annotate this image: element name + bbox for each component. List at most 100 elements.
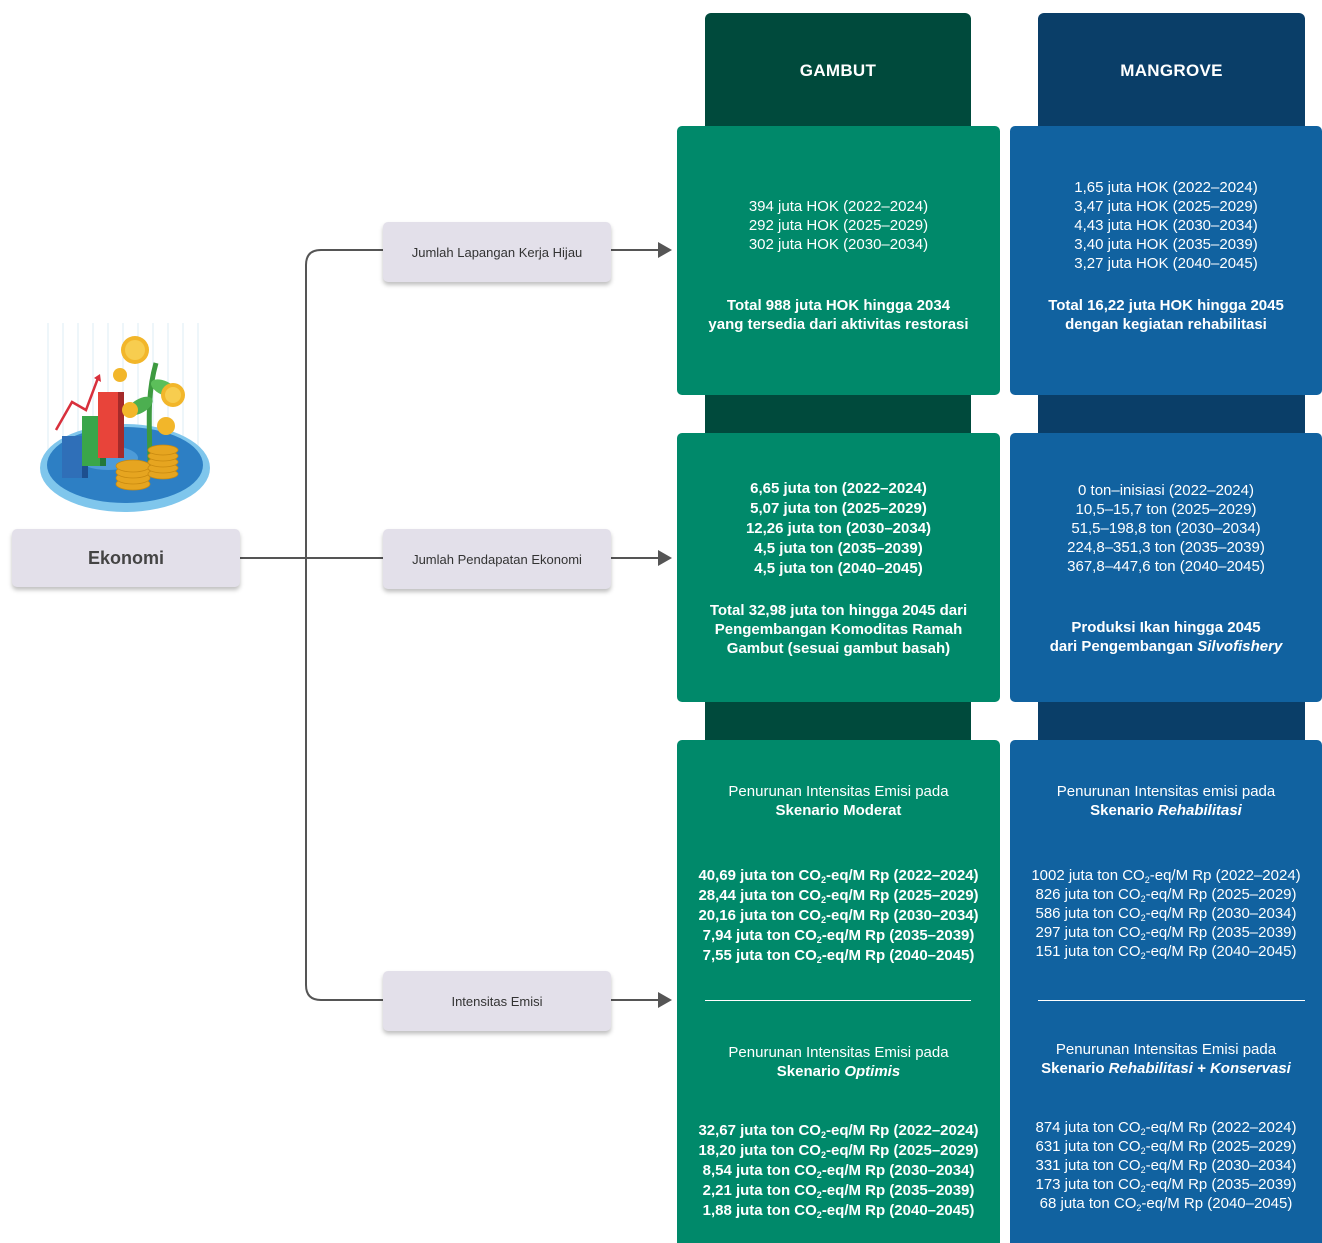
gambut-s2-line: 32,67 juta ton CO2-eq/M Rp (2022–2024)	[698, 1121, 978, 1141]
mangrove-s1-line-unit: -eq/M Rp (2022–2024)	[1149, 867, 1301, 884]
mangrove-s2-line-value: 874 juta ton CO	[1035, 1119, 1141, 1136]
gambut-s2-line-subscript: 2	[816, 1170, 822, 1180]
gambut-s2-line: 1,88 juta ton CO2-eq/M Rp (2040–2045)	[698, 1201, 978, 1221]
mangrove-jobs-line: 3,47 juta HOK (2025–2029)	[1074, 198, 1258, 215]
gambut-s1-line: 40,69 juta ton CO2-eq/M Rp (2022–2024)	[698, 866, 978, 886]
mangrove-jobs-line: 3,40 juta HOK (2035–2039)	[1074, 236, 1258, 253]
gambut-jobs-line: 292 juta HOK (2025–2029)	[748, 217, 929, 234]
mangrove-s1-name: Rehabilitasi	[1157, 802, 1242, 819]
mangrove-jobs-line: 4,43 juta HOK (2030–2034)	[1074, 217, 1258, 234]
mangrove-s1-line-subscript: 2	[1140, 951, 1146, 961]
branch-connector-bottom	[305, 984, 383, 1001]
mangrove-s2-list: 874 juta ton CO2-eq/M Rp (2022–2024)631 …	[1035, 1118, 1296, 1213]
gambut-s2-line-value: 2,21 juta ton CO	[702, 1182, 817, 1199]
gambut-s1-line-subscript: 2	[816, 935, 822, 945]
gambut-income-line: 6,65 juta ton (2022–2024)	[750, 480, 927, 497]
mangrove-s1-line-unit: -eq/M Rp (2035–2039)	[1145, 924, 1297, 941]
mangrove-s1-line: 151 juta ton CO2-eq/M Rp (2040–2045)	[1031, 942, 1300, 961]
mangrove-s1-line-value: 826 juta ton CO	[1035, 886, 1141, 903]
gambut-s1-line: 7,55 juta ton CO2-eq/M Rp (2040–2045)	[698, 946, 978, 966]
gambut-s2-scenario: Skenario Optimis	[728, 1062, 948, 1081]
branch-income: Jumlah Pendapatan Ekonomi	[383, 529, 611, 589]
mangrove-s2-name: Rehabilitasi + Konservasi	[1108, 1060, 1291, 1077]
gambut-s1-prefix: Skenario	[775, 802, 844, 819]
mangrove-jobs-line: 3,27 juta HOK (2040–2045)	[1074, 255, 1258, 272]
gambut-income-line: 12,26 juta ton (2030–2034)	[745, 520, 932, 537]
gambut-s1-title: Penurunan Intensitas Emisi pada	[728, 783, 949, 800]
gambut-income-line: 5,07 juta ton (2025–2029)	[750, 500, 927, 517]
gambut-header: GAMBUT	[799, 61, 877, 80]
gambut-s1-line-value: 7,55 juta ton CO	[702, 947, 817, 964]
mangrove-s2-line-value: 331 juta ton CO	[1035, 1157, 1141, 1174]
mangrove-income-line: 51,5–198,8 ton (2030–2034)	[1071, 520, 1261, 537]
gambut-s2-line-unit: -eq/M Rp (2022–2024)	[825, 1122, 979, 1139]
gambut-s2-line-value: 1,88 juta ton CO	[702, 1202, 817, 1219]
mangrove-income-line: 0 ton–inisiasi (2022–2024)	[1078, 482, 1254, 499]
arrow-jobs-icon	[658, 242, 672, 258]
mangrove-jobs-total: dengan kegiatan rehabilitasi	[1065, 316, 1267, 333]
gambut-income-card: 6,65 juta ton (2022–2024) 5,07 juta ton …	[677, 433, 1000, 702]
mangrove-s1-line-value: 151 juta ton CO	[1035, 943, 1141, 960]
root-node-ekonomi: Ekonomi	[12, 529, 240, 587]
mangrove-header: MANGROVE	[1120, 61, 1223, 80]
gambut-s2-line-unit: -eq/M Rp (2035–2039)	[821, 1182, 975, 1199]
mangrove-s1-line: 297 juta ton CO2-eq/M Rp (2035–2039)	[1031, 923, 1300, 942]
gambut-s2-line-unit: -eq/M Rp (2040–2045)	[821, 1202, 975, 1219]
gambut-s2-line: 2,21 juta ton CO2-eq/M Rp (2035–2039)	[698, 1181, 978, 1201]
mangrove-s1-scenario: Skenario Rehabilitasi	[1057, 801, 1275, 820]
mangrove-s2-line-unit: -eq/M Rp (2035–2039)	[1145, 1176, 1297, 1193]
gambut-s1-line-value: 20,16 juta ton CO	[698, 907, 821, 924]
branch-emission-label: Intensitas Emisi	[451, 993, 543, 1009]
gambut-s2-title: Penurunan Intensitas Emisi pada	[728, 1044, 949, 1061]
mangrove-s1-list: 1002 juta ton CO2-eq/M Rp (2022–2024)826…	[1031, 866, 1300, 961]
mangrove-s2-prefix: Skenario	[1041, 1060, 1109, 1077]
mangrove-s1-line-value: 586 juta ton CO	[1035, 905, 1141, 922]
mangrove-s1-line-unit: -eq/M Rp (2040–2045)	[1145, 943, 1297, 960]
gambut-s2-line: 8,54 juta ton CO2-eq/M Rp (2030–2034)	[698, 1161, 978, 1181]
mangrove-s2-line-subscript: 2	[1140, 1184, 1146, 1194]
mangrove-s1-line: 586 juta ton CO2-eq/M Rp (2030–2034)	[1031, 904, 1300, 923]
mangrove-income-line: 367,8–447,6 ton (2040–2045)	[1067, 558, 1265, 575]
mangrove-income-total-italic: Silvofishery	[1197, 638, 1283, 655]
gambut-s1-line: 7,94 juta ton CO2-eq/M Rp (2035–2039)	[698, 926, 978, 946]
gambut-s1-line-subscript: 2	[820, 875, 826, 885]
mangrove-s1-line-subscript: 2	[1140, 932, 1146, 942]
gambut-s2-line-value: 8,54 juta ton CO	[702, 1162, 817, 1179]
gambut-jobs-line: 394 juta HOK (2022–2024)	[748, 198, 929, 215]
gambut-s1-line-value: 40,69 juta ton CO	[698, 867, 821, 884]
gambut-s2-line: 18,20 juta ton CO2-eq/M Rp (2025–2029)	[698, 1141, 978, 1161]
mangrove-s2-line-unit: -eq/M Rp (2025–2029)	[1145, 1138, 1297, 1155]
mangrove-s1-line-unit: -eq/M Rp (2030–2034)	[1145, 905, 1297, 922]
mangrove-s1-line-unit: -eq/M Rp (2025–2029)	[1145, 886, 1297, 903]
branch-jobs: Jumlah Lapangan Kerja Hijau	[383, 222, 611, 282]
gambut-s2-line-unit: -eq/M Rp (2030–2034)	[821, 1162, 975, 1179]
gambut-s1-list: 40,69 juta ton CO2-eq/M Rp (2022–2024)28…	[698, 866, 978, 966]
gambut-s2-line-value: 32,67 juta ton CO	[698, 1122, 821, 1139]
mangrove-s2-title: Penurunan Intensitas Emisi pada	[1055, 1041, 1277, 1058]
gambut-s2-line-unit: -eq/M Rp (2025–2029)	[825, 1142, 979, 1159]
gambut-s1-line-value: 7,94 juta ton CO	[702, 927, 817, 944]
mangrove-s1-line-subscript: 2	[1140, 913, 1146, 923]
mangrove-income-card: 0 ton–inisiasi (2022–2024) 10,5–15,7 ton…	[1010, 433, 1322, 702]
mangrove-s1-line-value: 1002 juta ton CO	[1031, 867, 1145, 884]
mangrove-s2-line: 331 juta ton CO2-eq/M Rp (2030–2034)	[1035, 1156, 1296, 1175]
mangrove-s2-line-value: 631 juta ton CO	[1035, 1138, 1141, 1155]
gambut-s1-line-unit: -eq/M Rp (2025–2029)	[825, 887, 979, 904]
mangrove-s1-title: Penurunan Intensitas emisi pada	[1056, 783, 1276, 800]
mangrove-s1-line-subscript: 2	[1144, 875, 1150, 885]
mangrove-divider	[1038, 1000, 1305, 1001]
gambut-s1-line-subscript: 2	[820, 895, 826, 905]
gambut-s2-line-value: 18,20 juta ton CO	[698, 1142, 821, 1159]
mangrove-jobs-card: 1,65 juta HOK (2022–2024) 3,47 juta HOK …	[1010, 126, 1322, 395]
mangrove-s2-line-unit: -eq/M Rp (2030–2034)	[1145, 1157, 1297, 1174]
gambut-s1-line-unit: -eq/M Rp (2022–2024)	[825, 867, 979, 884]
gambut-s1-line-unit: -eq/M Rp (2030–2034)	[825, 907, 979, 924]
mangrove-s1-prefix: Skenario	[1090, 802, 1158, 819]
mangrove-income-line: 10,5–15,7 ton (2025–2029)	[1075, 501, 1257, 518]
branch-income-label: Jumlah Pendapatan Ekonomi	[412, 551, 582, 567]
gambut-income-total: Pengembangan Komoditas Ramah	[714, 621, 963, 638]
mangrove-income-total: Produksi Ikan hingga 2045	[1071, 619, 1261, 636]
gambut-s1-line-subscript: 2	[820, 915, 826, 925]
gambut-s1-line: 28,44 juta ton CO2-eq/M Rp (2025–2029)	[698, 886, 978, 906]
